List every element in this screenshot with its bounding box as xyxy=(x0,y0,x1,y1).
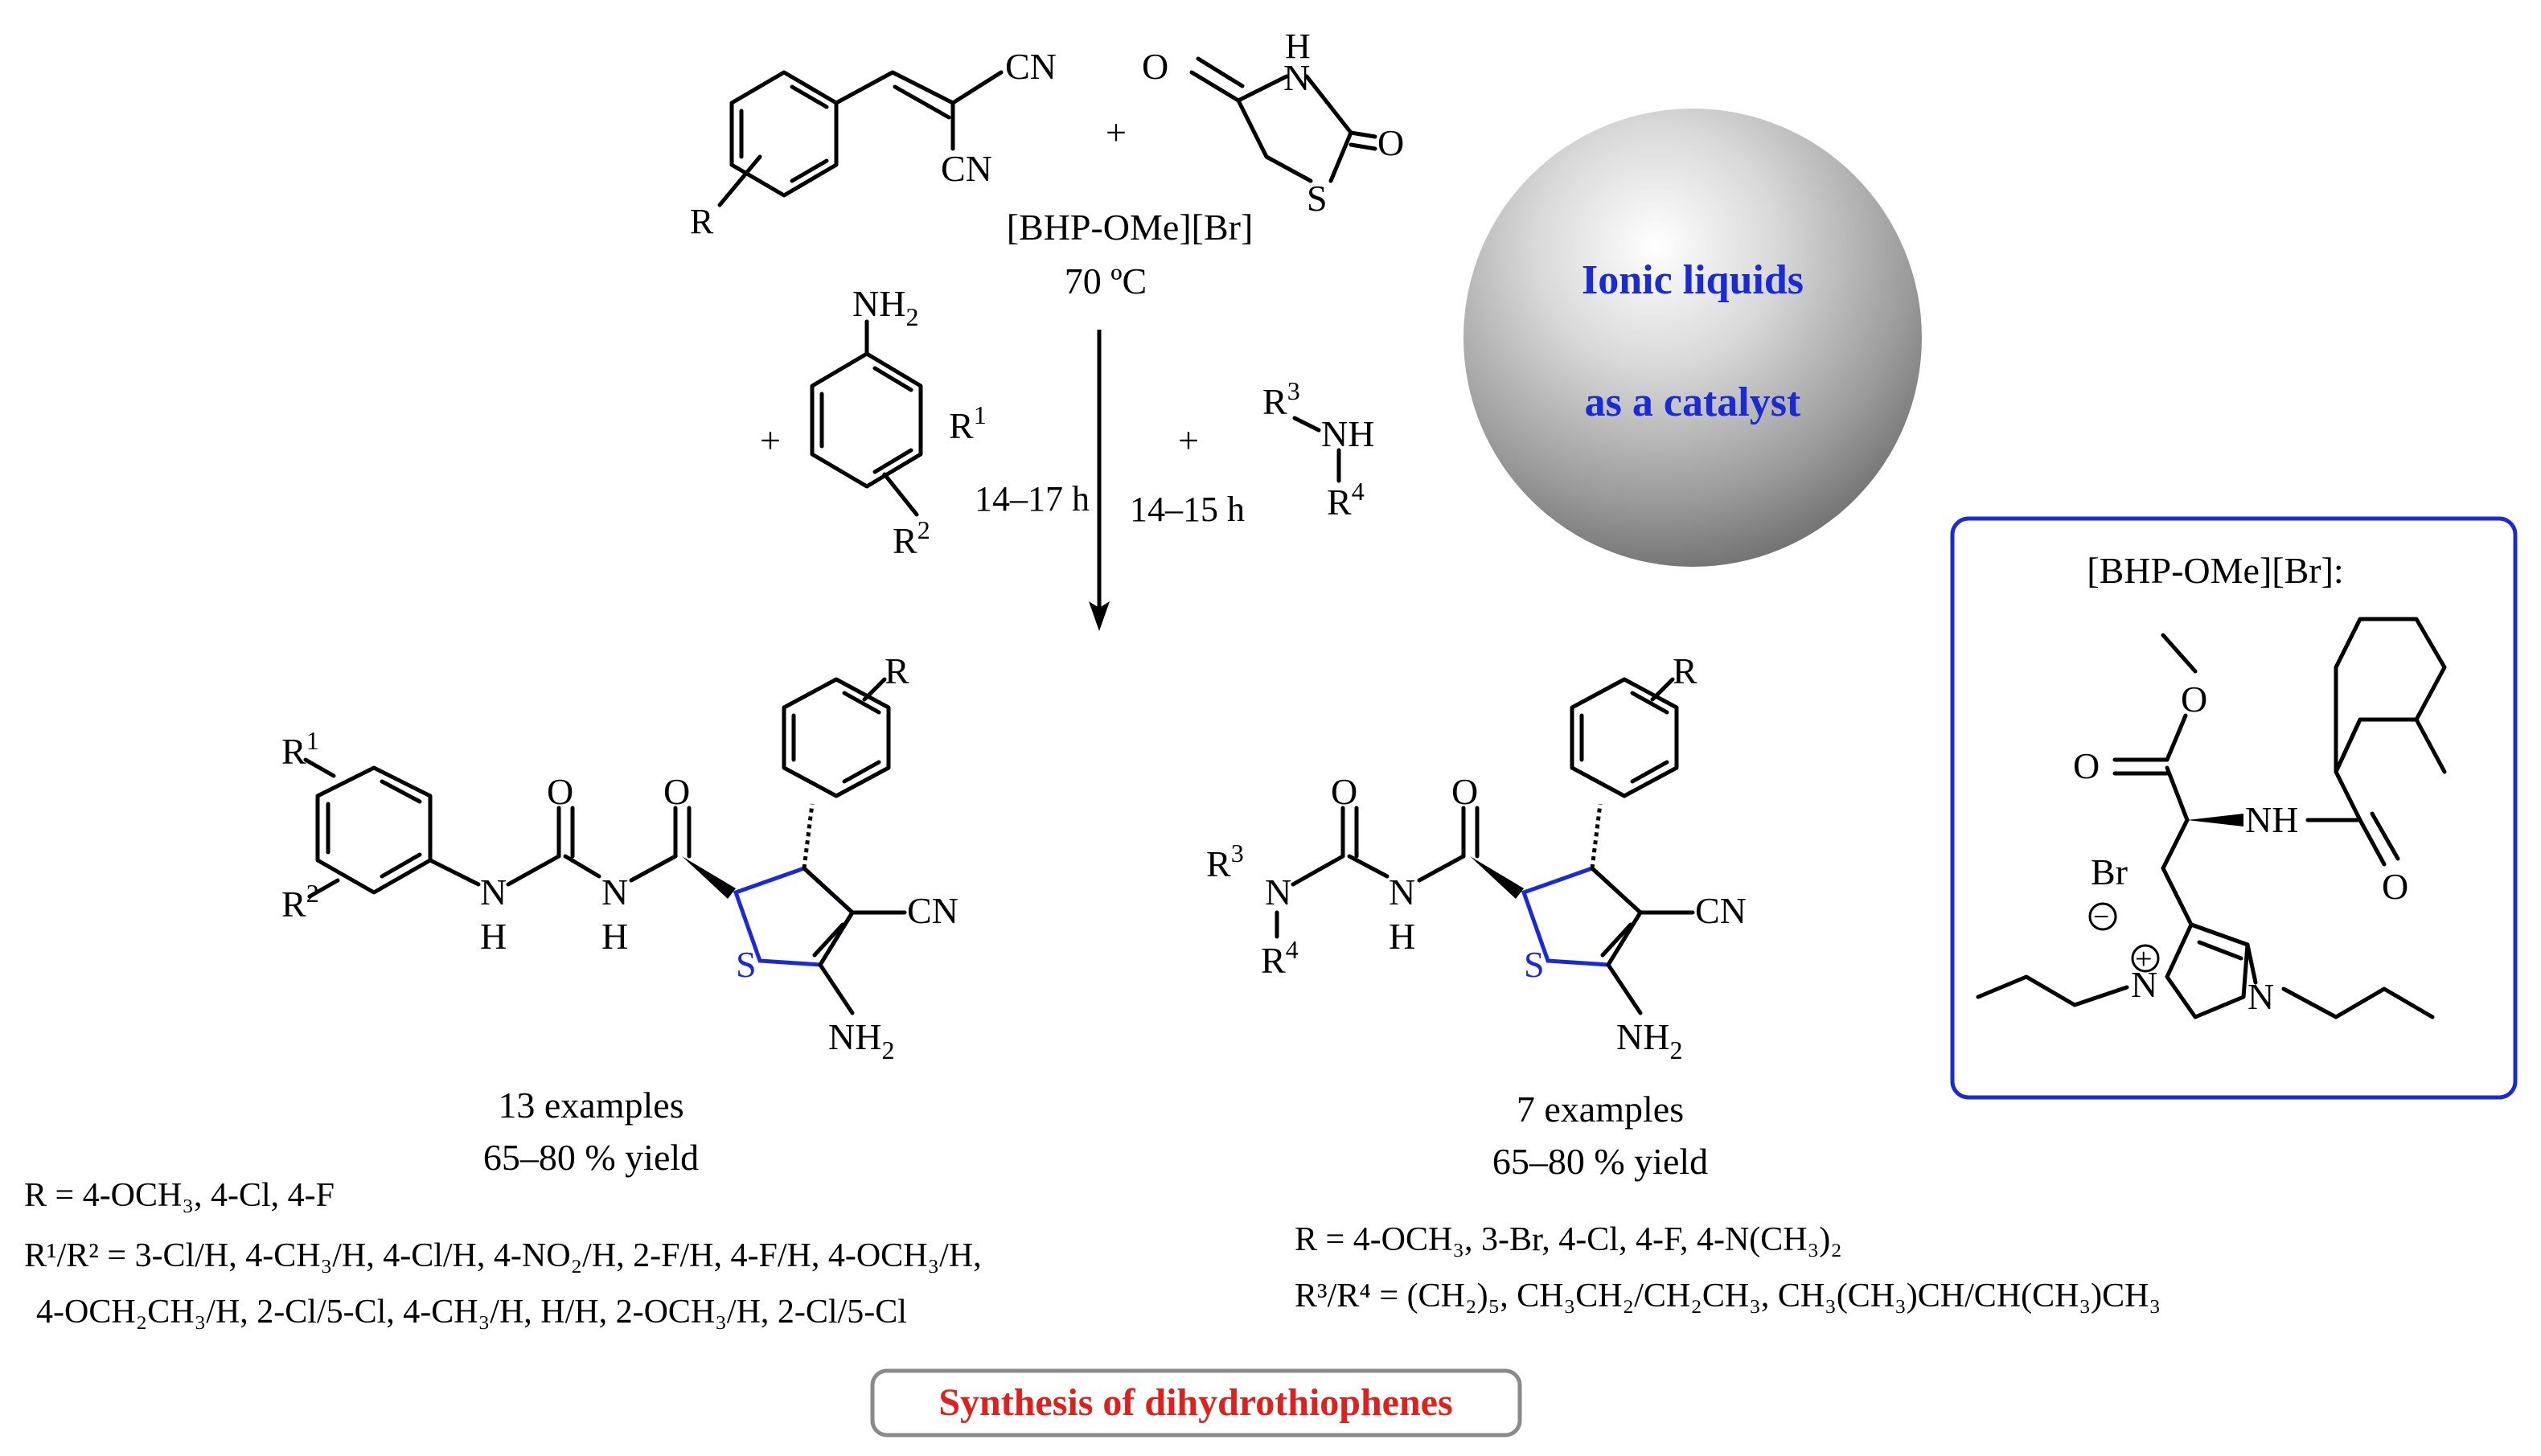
substituted-aniline: + NH2 R1 R2 xyxy=(760,283,987,561)
left-nh2: NH2 xyxy=(828,1016,894,1064)
left-n2: N xyxy=(601,872,628,913)
ionic-liquid-sphere: Ionic liquids as a catalyst xyxy=(1463,109,1922,567)
caption-text: Synthesis of dihydrothiophenes xyxy=(938,1381,1452,1424)
tzd-h-label: H xyxy=(1285,27,1311,66)
right-h2: H xyxy=(1389,916,1415,957)
left-r1r2-substituents-1: R¹/R² = 3-Cl/H, 4-CH₃/H, 4-Cl/H, 4-NO₂/H… xyxy=(24,1237,982,1274)
right-s: S xyxy=(1524,944,1545,985)
left-h2: H xyxy=(601,916,628,957)
catalyst-o3: O xyxy=(2382,866,2408,907)
right-n1: N xyxy=(1265,872,1291,913)
sphere-line-1: Ionic liquids xyxy=(1582,257,1804,303)
time-left: 14–17 h xyxy=(975,479,1090,519)
left-yield: 65–80 % yield xyxy=(483,1137,699,1178)
thiazolidinedione: H N O O S xyxy=(1142,27,1404,219)
sphere-line-2: as a catalyst xyxy=(1585,379,1801,425)
left-r2: R2 xyxy=(281,879,319,925)
right-o2: O xyxy=(1451,771,1478,812)
product-left: R1 R2 N H O N H O S CN NH2 R 13 examples… xyxy=(281,650,959,1178)
right-yield: 65–80 % yield xyxy=(1492,1141,1708,1182)
right-nh2: NH2 xyxy=(1616,1016,1682,1064)
left-examples: 13 examples xyxy=(498,1085,683,1126)
product-right: R3 N R4 O N H O S CN NH2 R 7 examples 65… xyxy=(1206,650,1747,1182)
right-r3: R3 xyxy=(1206,839,1244,884)
amine-r4: R4 xyxy=(1327,477,1365,523)
tzd-s-label: S xyxy=(1307,178,1328,219)
right-r: R xyxy=(1673,650,1697,691)
time-right: 14–15 h xyxy=(1130,490,1245,529)
benzylidene-malononitrile: R CN CN xyxy=(690,46,1057,241)
left-r-substituents: R = 4-OCH₃, 4-Cl, 4-F xyxy=(24,1177,335,1214)
amine-r3: R3 xyxy=(1262,376,1300,422)
tzd-n-label: N xyxy=(1283,57,1310,98)
left-s: S xyxy=(736,944,757,985)
amine-nh: NH xyxy=(1321,413,1374,454)
left-r1: R1 xyxy=(281,726,319,772)
catalyst-plus: + xyxy=(2135,942,2152,976)
catalyst-condition: [BHP-OMe][Br] xyxy=(1007,207,1254,248)
catalyst-n2: N xyxy=(2247,976,2274,1017)
right-r4: R4 xyxy=(1261,935,1299,981)
left-o2: O xyxy=(663,771,690,812)
right-o1: O xyxy=(1331,771,1357,812)
tzd-o2-label: O xyxy=(1377,122,1404,163)
right-examples: 7 examples xyxy=(1517,1089,1684,1130)
catalyst-br: Br xyxy=(2091,851,2128,892)
aniline-r1: R1 xyxy=(949,400,987,446)
plus-sign-aniline: + xyxy=(760,420,781,461)
catalyst-structure-box: [BHP-OMe][Br]: O O NH O N N + Br − xyxy=(1950,516,2518,1100)
right-r-substituents: R = 4-OCH₃, 3-Br, 4-Cl, 4-F, 4-N(CH₃)₂ xyxy=(1295,1221,1842,1258)
catalyst-o1: O xyxy=(2181,679,2207,720)
tzd-o1-label: O xyxy=(1142,46,1168,87)
catalyst-box-title: [BHP-OMe][Br]: xyxy=(2087,550,2343,591)
left-cn: CN xyxy=(907,890,959,931)
right-cn: CN xyxy=(1695,890,1747,931)
cn-top-label: CN xyxy=(1005,46,1057,87)
aniline-r2: R2 xyxy=(893,515,930,561)
left-o1: O xyxy=(547,771,573,812)
plus-sign: + xyxy=(1106,112,1127,153)
plus-sign-amine: + xyxy=(1178,420,1199,461)
right-r3r4-substituents: R³/R⁴ = (CH₂)₅, CH₃CH₂/CH₂CH₃, CH₃(CH₃)C… xyxy=(1295,1278,2161,1315)
caption-box: Synthesis of dihydrothiophenes xyxy=(870,1368,1522,1438)
catalyst-nh: NH xyxy=(2245,799,2298,840)
reaction-arrow-head xyxy=(1089,601,1110,631)
right-n2: N xyxy=(1389,872,1415,913)
left-r1r2-substituents-2: 4-OCH₂CH₃/H, 2-Cl/5-Cl, 4-CH₃/H, H/H, 2-… xyxy=(36,1294,907,1331)
aryl-r-label: R xyxy=(690,202,714,241)
left-r: R xyxy=(885,650,909,691)
cn-bottom-label: CN xyxy=(941,148,992,189)
catalyst-minus: − xyxy=(2093,900,2109,933)
left-h1: H xyxy=(480,916,507,957)
secondary-amine: + R3 NH R4 xyxy=(1178,376,1374,523)
temperature-condition: 70 ºC xyxy=(1065,260,1147,301)
left-n1: N xyxy=(480,872,507,913)
aniline-nh2: NH2 xyxy=(852,283,918,331)
catalyst-o2: O xyxy=(2073,745,2100,786)
